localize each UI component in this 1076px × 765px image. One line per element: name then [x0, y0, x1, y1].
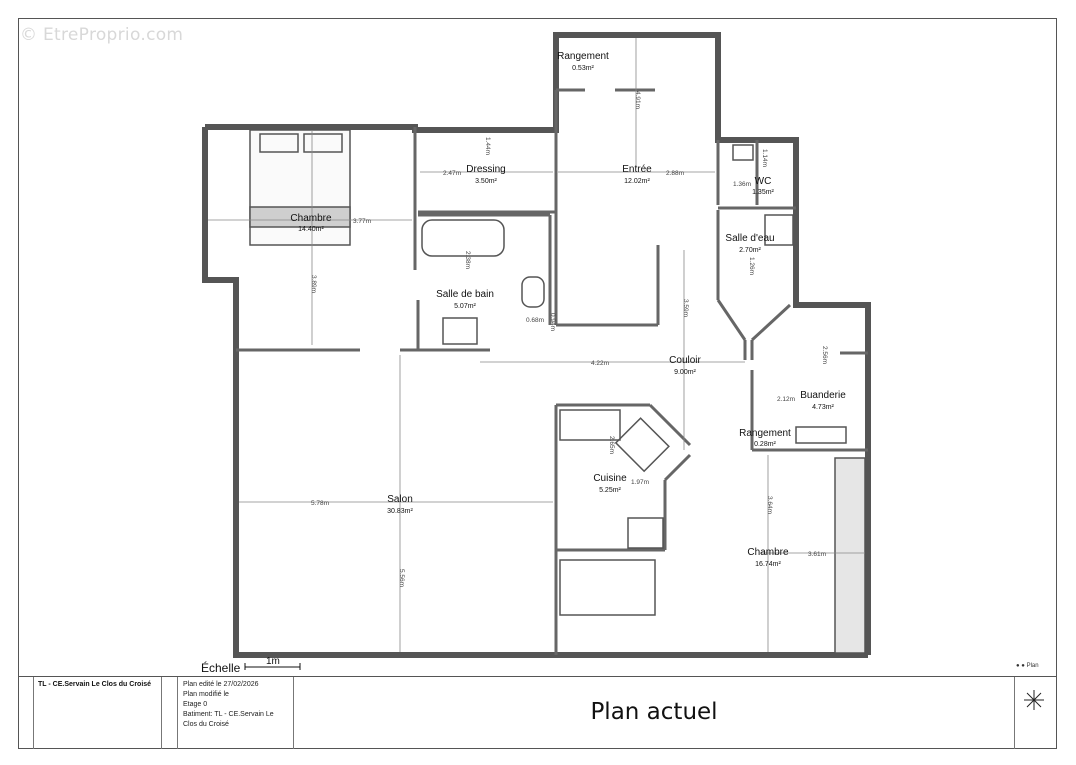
dimension-label: 1.36m: [733, 181, 751, 188]
dimension-label: 1.14m: [761, 149, 768, 167]
desk: [559, 559, 656, 616]
room-label-cuisine: Cuisine: [593, 473, 627, 484]
dimension-label: 0.94m: [549, 313, 556, 331]
bed-pillow: [259, 133, 299, 153]
dimension-label: 1.44m: [484, 137, 491, 155]
room-area-dressing: 3.50m²: [475, 178, 497, 185]
meta-line: Clos du Croisé: [183, 721, 229, 728]
dimension-label: 3.61m: [808, 551, 826, 558]
wc-toilet: [732, 144, 754, 161]
room-area-rangement: 0.53m²: [572, 65, 594, 72]
room-label-salon: Salon: [387, 494, 413, 505]
interior-wall: [750, 303, 792, 342]
interior-wall: [648, 403, 692, 447]
meta-cell: Plan edité le 27/02/2026 Plan modifié le…: [178, 677, 294, 749]
room-label-couloir: Couloir: [669, 355, 701, 366]
compass-icon: [1024, 690, 1044, 710]
dimension-label: 1.26m: [748, 257, 755, 275]
dimension-label: 3.89m: [310, 275, 317, 293]
kitchen-counter: [559, 409, 621, 441]
title-cell: Plan actuel: [294, 677, 1015, 749]
interior-wall: [716, 299, 747, 341]
laundry-sink: [795, 426, 847, 444]
room-area-rangement-2: 0.28m²: [754, 441, 776, 448]
plan-title: Plan actuel: [590, 699, 718, 725]
room-area-salon: 30.83m²: [387, 508, 413, 515]
room-label-salle-eau: Salle d'eau: [725, 233, 774, 244]
brand-logo: ● ● Plan: [1016, 663, 1039, 669]
bathtub: [421, 219, 505, 257]
plan-sheet: [18, 18, 1057, 749]
room-label-chambre-2: Chambre: [747, 547, 789, 558]
toilet: [521, 276, 545, 308]
dimension-label: 2.88m: [666, 170, 684, 177]
wardrobe: [834, 457, 866, 654]
dimension-label: 5.78m: [311, 500, 329, 507]
dimension-label: 1.97m: [631, 479, 649, 486]
washbasin: [442, 317, 478, 345]
dimension-label: 0.68m: [526, 317, 544, 324]
room-label-chambre: Chambre: [290, 213, 332, 224]
dimension-label: 3.59m: [682, 299, 689, 317]
room-label-salle-bain: Salle de bain: [436, 289, 494, 300]
watermark: © EtreProprio.com: [20, 25, 184, 45]
dimension-label: 4.91m: [634, 91, 641, 109]
room-area-couloir: 9.00m²: [674, 369, 696, 376]
exterior-wall: [202, 127, 868, 658]
room-label-entree: Entrée: [622, 164, 652, 175]
room-label-rangement-2: Rangement: [739, 428, 791, 439]
room-area-entree: 12.02m²: [624, 178, 650, 185]
meta-line: Plan edité le 27/02/2026: [183, 681, 259, 688]
room-label-wc: WC: [755, 176, 772, 187]
dimension-label: 2.38m: [464, 251, 471, 269]
scale-label: Échelle: [201, 661, 241, 675]
dimension-label: 4.22m: [591, 360, 609, 367]
room-area-cuisine: 5.25m²: [599, 487, 621, 494]
scale-unit: 1m: [266, 656, 280, 667]
meta-line: Plan modifié le: [183, 691, 229, 698]
interior-wall: [663, 453, 692, 482]
meta-line: Batiment: TL - CE.Servain Le: [183, 711, 274, 718]
dimension-label: 2.65m: [608, 436, 615, 454]
dimension-label: 2.56m: [821, 346, 828, 364]
kitchen-unit: [627, 517, 664, 549]
cooktop: [614, 417, 670, 473]
dimension-label: 2.47m: [443, 170, 461, 177]
scale-bar: [244, 663, 301, 670]
room-area-chambre-2: 16.74m²: [755, 561, 781, 568]
dimension-label: 3.64m: [766, 496, 773, 514]
title-block: TL - CE.Servain Le Clos du Croisé Plan e…: [18, 676, 1057, 749]
room-area-chambre: 14.40m²: [298, 226, 324, 233]
room-area-salle-bain: 5.07m²: [454, 303, 476, 310]
room-label-rangement: Rangement: [557, 51, 609, 62]
project-cell: TL - CE.Servain Le Clos du Croisé: [34, 677, 162, 749]
dimension-label: 2.12m: [777, 396, 795, 403]
bed-blanket: [249, 206, 351, 228]
dimension-label: 5.56m: [398, 569, 405, 587]
room-label-buanderie: Buanderie: [800, 390, 846, 401]
room-area-buanderie: 4.73m²: [812, 404, 834, 411]
room-area-wc: 1.35m²: [752, 189, 774, 196]
room-label-dressing: Dressing: [466, 164, 505, 175]
shower-sink: [764, 214, 794, 246]
bed-pillow: [303, 133, 343, 153]
dimension-label: 3.77m: [353, 218, 371, 225]
room-area-salle-eau: 2.70m²: [739, 247, 761, 254]
meta-line: Etage 0: [183, 701, 208, 708]
project-name: TL - CE.Servain Le Clos du Croisé: [38, 681, 152, 688]
